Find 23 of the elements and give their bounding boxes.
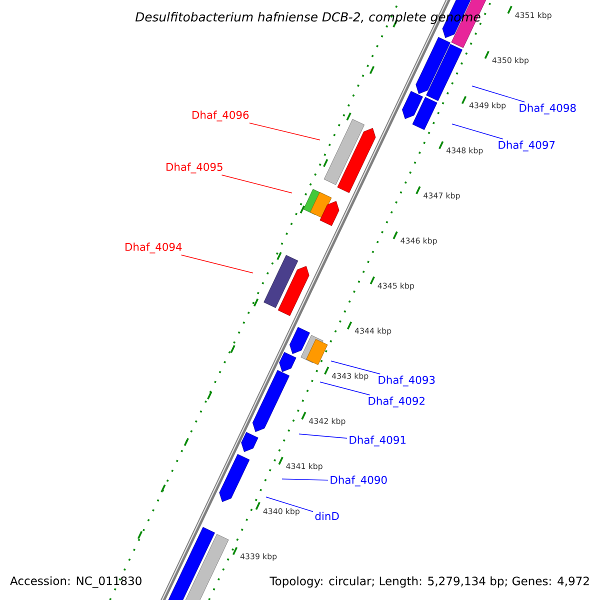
gene-label: Dhaf_4093 [378, 376, 435, 386]
leader-line [298, 434, 348, 439]
leader-line [330, 360, 380, 374]
title: Desulfitobacterium hafniense DCB-2, complete genome [135, 12, 480, 24]
gene-label: Dhaf_4094 [126, 242, 182, 254]
leader-line [266, 496, 314, 512]
genome-info-label: Topology: circular; Length: 5,279,134 bp; Genes: 4,972 [270, 576, 589, 588]
gene-label: dinD [315, 512, 339, 520]
leader-line [221, 174, 292, 194]
gene-label: Dhaf_4095 [166, 162, 222, 174]
leader-line [282, 478, 328, 481]
leader-line [249, 122, 320, 140]
leader-line [320, 382, 370, 396]
leader-line [452, 124, 504, 140]
gene-label: Dhaf_4096 [192, 110, 249, 122]
gene-label: Dhaf_4091 [350, 436, 406, 446]
accession-label: Accession: NC_011830 [10, 576, 142, 588]
gene-label: Dhaf_4097 [498, 140, 555, 152]
gene-label: Dhaf_4090 [330, 476, 387, 486]
gene-label: Dhaf_4098 [520, 104, 576, 114]
gene-label: Dhaf_4092 [368, 396, 424, 408]
leader-line [180, 254, 254, 274]
leader-line [472, 86, 525, 102]
